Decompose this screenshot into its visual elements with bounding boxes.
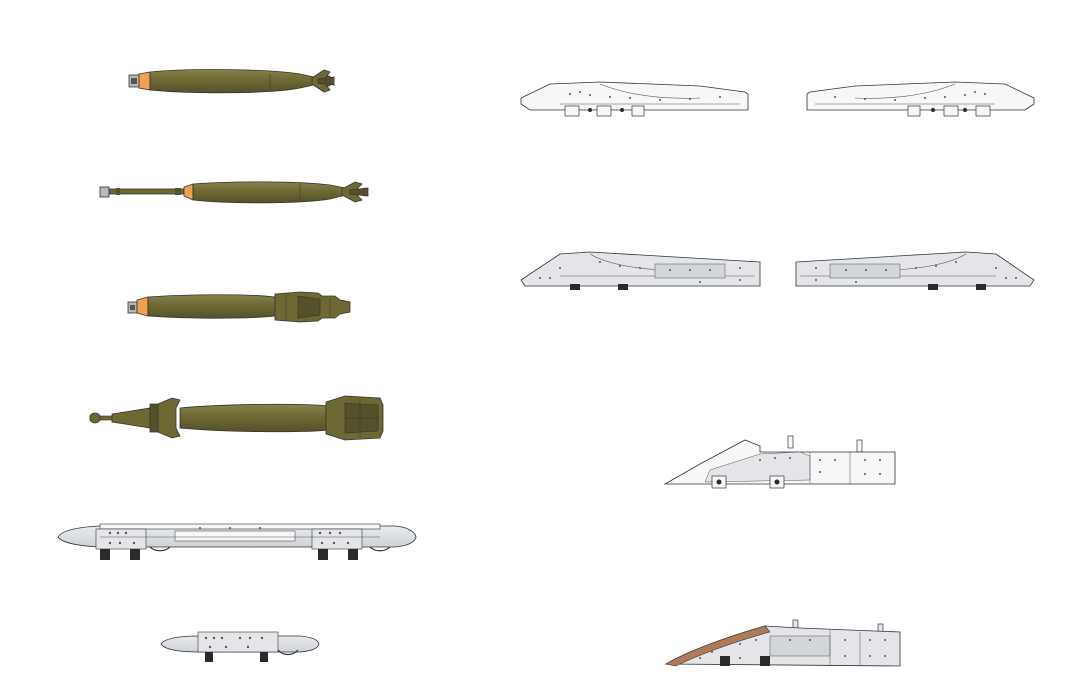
pylon-white-left	[520, 81, 749, 117]
bomb-3	[127, 291, 351, 323]
bomb-2	[99, 181, 369, 204]
ejector-rack-long	[57, 523, 417, 560]
ejector-rack-short	[160, 631, 320, 662]
bomb-4	[89, 395, 384, 441]
pylon-grey-left	[520, 251, 761, 290]
pylon-grey-right	[795, 251, 1035, 290]
pylon-centre-white	[663, 435, 896, 489]
pylon-centre-grey	[664, 619, 901, 667]
bomb-1	[128, 69, 335, 94]
pylon-white-right	[806, 81, 1035, 117]
